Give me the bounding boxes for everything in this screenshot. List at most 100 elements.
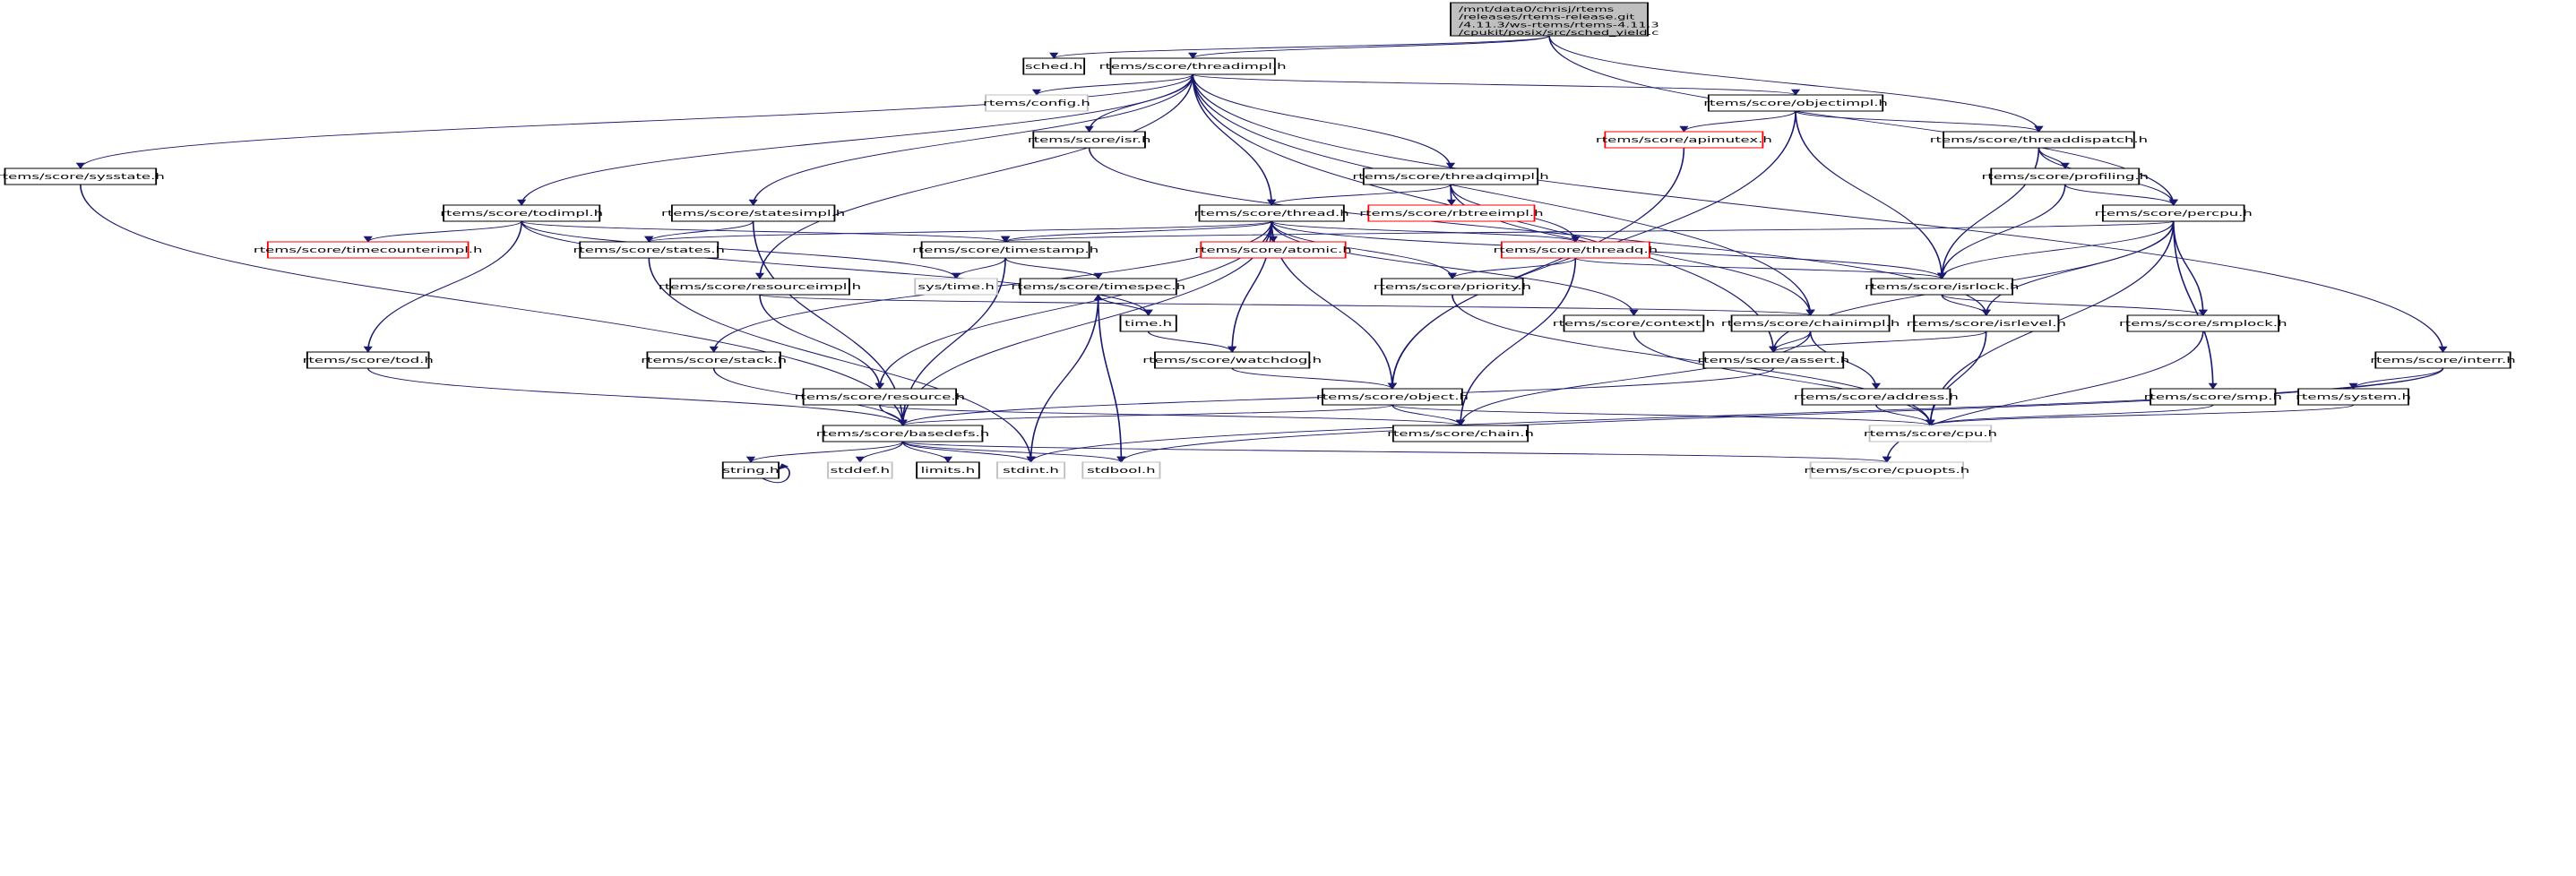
- edge-threadq-to-chain: [1455, 257, 1577, 426]
- edge-resourceimpl-to-chainimpl: [759, 294, 1815, 316]
- node-resourceimpl[interactable]: rtems/score/resourceimpl.h: [659, 278, 861, 296]
- node-threadqimpl[interactable]: rtems/score/threadqimpl.h: [1352, 167, 1549, 185]
- edge-objectimpl-to-apimutex: [1679, 110, 1796, 133]
- node-label: rtems/score/cpuopts.h: [1804, 467, 1969, 476]
- node-cpu[interactable]: rtems/score/cpu.h: [1864, 425, 1997, 442]
- edge-thread-to-priority: [1271, 220, 1457, 279]
- node-object[interactable]: rtems/score/object.h: [1316, 388, 1469, 406]
- node-objectimpl[interactable]: rtems/score/objectimpl.h: [1703, 94, 1888, 112]
- node-statesimpl[interactable]: rtems/score/statesimpl.h: [661, 204, 845, 222]
- node-stddef[interactable]: stddef.h: [827, 461, 893, 479]
- node-threaddispatch[interactable]: rtems/score/threaddispatch.h: [1930, 131, 2148, 149]
- node-smplock[interactable]: rtems/score/smplock.h: [2119, 314, 2287, 332]
- edge-todimpl-to-tod: [363, 220, 522, 353]
- edge-string-to-string: [762, 463, 790, 484]
- node-threadimpl[interactable]: rtems/score/threadimpl.h: [1099, 57, 1287, 75]
- edge-time-to-watchdog: [1147, 331, 1237, 353]
- edge-timestamp-to-systime: [952, 257, 1006, 279]
- node-atomic[interactable]: rtems/score/atomic.h: [1194, 241, 1352, 259]
- node-watchdog[interactable]: rtems/score/watchdog.h: [1142, 351, 1322, 369]
- node-timespec[interactable]: rtems/score/timespec.h: [1011, 278, 1185, 296]
- node-threadq[interactable]: rtems/score/threadq.h: [1494, 241, 1658, 259]
- node-apimutex[interactable]: rtems/score/apimutex.h: [1596, 131, 1772, 149]
- node-box: [2150, 388, 2277, 406]
- node-label: rtems/score/object.h: [1316, 393, 1469, 402]
- node-sched[interactable]: sched.h: [1022, 57, 1086, 75]
- node-timecounterimpl[interactable]: rtems/score/timecounterimpl.h: [254, 241, 483, 259]
- node-states[interactable]: rtems/score/states.h: [573, 241, 725, 259]
- edge-threadimpl-to-statesimpl: [748, 73, 1193, 206]
- node-box: [1500, 241, 1650, 259]
- node-chainimpl[interactable]: rtems/score/chainimpl.h: [1721, 314, 1900, 332]
- node-resource[interactable]: rtems/score/resource.h: [795, 388, 965, 406]
- node-box: [2126, 314, 2280, 332]
- node-root[interactable]: /mnt/data0/chrisj/rtems/releases/rtems-r…: [1450, 2, 1659, 37]
- node-context[interactable]: rtems/score/context.h: [1553, 314, 1715, 332]
- node-address[interactable]: rtems/score/address.h: [1794, 388, 1959, 406]
- node-box: [985, 94, 1089, 112]
- edge-objectimpl-to-isrlock: [1795, 110, 1947, 279]
- node-systime[interactable]: sys/time.h: [914, 278, 998, 296]
- node-rbtreeimpl[interactable]: rtems/score/rbtreeimpl.h: [1359, 204, 1544, 222]
- edge-interr-to-system: [2348, 367, 2444, 390]
- edge-watchdog-to-object: [1231, 367, 1397, 390]
- node-thread[interactable]: rtems/score/thread.h: [1194, 204, 1349, 222]
- node-label: limits.h: [921, 467, 976, 476]
- node-label: rtems/score/smp.h: [2144, 393, 2282, 402]
- node-string[interactable]: string.h: [721, 461, 780, 479]
- node-box: [306, 351, 430, 369]
- node-label: rtems/score/interr.h: [2370, 356, 2516, 365]
- edge-threadq-to-priority: [1447, 257, 1577, 279]
- node-priority[interactable]: rtems/score/priority.h: [1374, 278, 1531, 296]
- edge-percpu-to-isrlock: [1937, 220, 2175, 279]
- node-cpuopts[interactable]: rtems/score/cpuopts.h: [1804, 461, 1969, 479]
- node-label: rtems/score/threadqimpl.h: [1352, 173, 1548, 182]
- node-label: rtems/score/stack.h: [641, 356, 787, 365]
- node-interr[interactable]: rtems/score/interr.h: [2370, 351, 2516, 369]
- node-box: [1032, 131, 1146, 149]
- node-system[interactable]: rtems/system.h: [2296, 388, 2411, 406]
- node-time[interactable]: time.h: [1119, 314, 1177, 332]
- node-label: rtems/score/address.h: [1794, 393, 1959, 402]
- edge-thread-to-states: [644, 220, 1272, 243]
- node-label: rtems/score/timecounterimpl.h: [254, 246, 483, 255]
- edge-thread-to-threadq: [1271, 220, 1581, 243]
- node-box: [916, 461, 980, 479]
- node-timestamp[interactable]: rtems/score/timestamp.h: [912, 241, 1098, 259]
- node-config[interactable]: rtems/config.h: [983, 94, 1090, 112]
- node-tod[interactable]: rtems/score/tod.h: [303, 351, 434, 369]
- edge-threadqimpl-to-thread: [1267, 184, 1452, 206]
- node-label: /releases/rtems-release.git: [1459, 13, 1635, 21]
- node-smp[interactable]: rtems/score/smp.h: [2144, 388, 2282, 406]
- node-isrlock[interactable]: rtems/score/isrlock.h: [1865, 278, 2019, 296]
- edge-system-to-cpu: [1926, 404, 2355, 426]
- node-label: rtems/score/watchdog.h: [1142, 356, 1322, 365]
- node-label: rtems/score/isr.h: [1028, 136, 1151, 145]
- edge-threadimpl-to-config: [1031, 73, 1193, 96]
- node-box: [1019, 278, 1177, 296]
- node-todimpl[interactable]: rtems/score/todimpl.h: [440, 204, 603, 222]
- edge-chainimpl-to-chain: [1455, 331, 1812, 426]
- edge-objectimpl-to-threaddispatch: [1795, 110, 2044, 133]
- node-chain[interactable]: rtems/score/chain.h: [1387, 425, 1534, 442]
- node-basedefs[interactable]: rtems/score/basedefs.h: [816, 425, 989, 442]
- node-isrlevel[interactable]: rtems/score/isrlevel.h: [1907, 314, 2066, 332]
- edge-todimpl-to-timestamp: [521, 220, 1010, 243]
- node-sysstate[interactable]: rtems/score/sysstate.h: [0, 167, 165, 185]
- node-stdint[interactable]: stdint.h: [996, 461, 1066, 479]
- node-isr[interactable]: rtems/score/isr.h: [1028, 131, 1151, 149]
- edge-isrlock-to-smplock: [1941, 294, 2208, 316]
- node-box: [1119, 314, 1177, 332]
- node-limits[interactable]: limits.h: [916, 461, 980, 479]
- node-label: rtems/score/thread.h: [1194, 210, 1349, 219]
- edge-time-to-timespec: [1093, 294, 1150, 316]
- edge-tod-to-basedefs: [366, 367, 908, 426]
- node-stdbool[interactable]: stdbool.h: [1081, 461, 1161, 479]
- node-profiling[interactable]: rtems/score/profiling.h: [1981, 167, 2149, 185]
- edge-threadimpl-to-threadqimpl: [1192, 73, 1456, 169]
- node-box: [1450, 2, 1649, 37]
- node-assert[interactable]: rtems/score/assert.h: [1697, 351, 1849, 369]
- node-percpu[interactable]: rtems/score/percpu.h: [2095, 204, 2253, 222]
- node-stack[interactable]: rtems/score/stack.h: [641, 351, 787, 369]
